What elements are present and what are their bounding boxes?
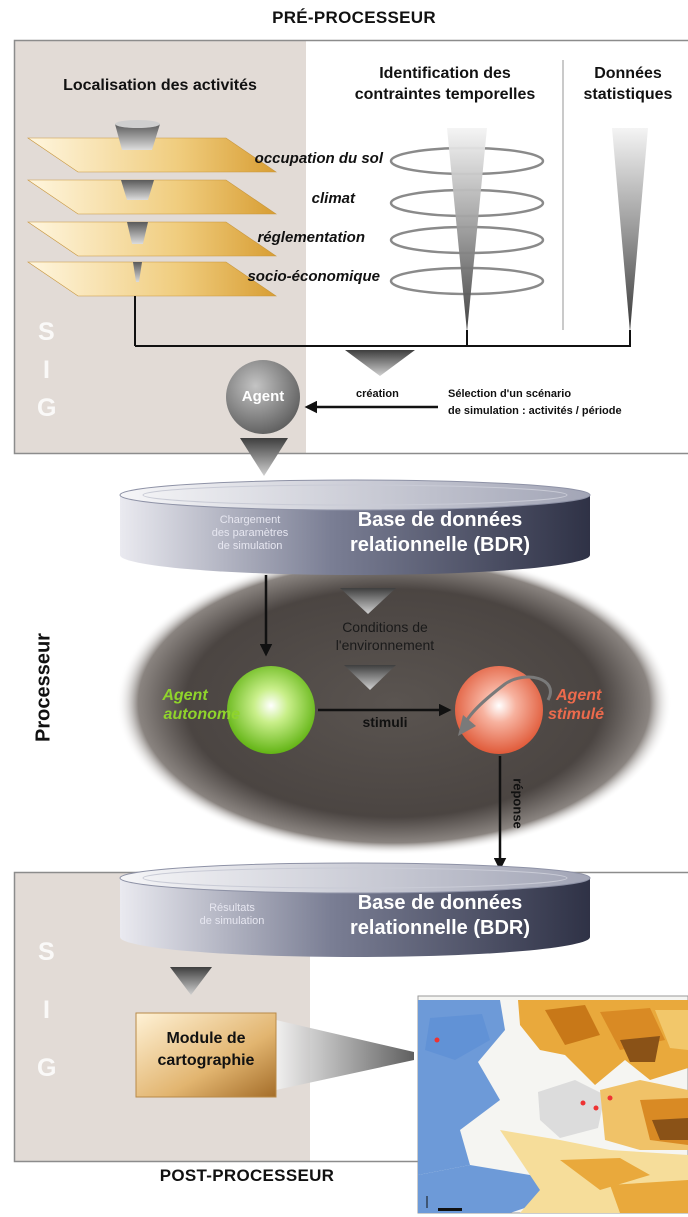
stimuli-label: stimuli bbox=[362, 714, 408, 730]
db2-title-line1: Base de données bbox=[357, 892, 523, 914]
post-processor-title: POST-PROCESSEUR bbox=[159, 1166, 335, 1185]
layer-label-2: climat bbox=[311, 190, 355, 207]
conditions-line2: l'environnement bbox=[335, 637, 435, 653]
sig-letter-g: G bbox=[37, 394, 57, 422]
statistics-cone bbox=[612, 128, 648, 332]
projection-beam bbox=[276, 1020, 414, 1090]
creation-label: création bbox=[356, 388, 399, 400]
agent-stimule-line2: stimulé bbox=[548, 706, 605, 723]
db1-sub-line3: de simulation bbox=[217, 540, 283, 552]
column-identification-line1: Identification des bbox=[379, 65, 511, 82]
conditions-triangle-2 bbox=[344, 665, 396, 690]
conditions-line1: Conditions de bbox=[342, 619, 428, 635]
agent-autonome-line1: Agent bbox=[162, 687, 208, 704]
conditions-triangle-1 bbox=[340, 588, 396, 614]
processor-label: Processeur bbox=[32, 633, 55, 742]
db2-sub-line1: Résultats bbox=[209, 902, 255, 914]
db1-sub-line1: Chargement bbox=[219, 514, 281, 526]
gis-layer-1 bbox=[27, 120, 277, 173]
result-map bbox=[417, 995, 688, 1214]
db1-title-line2: relationnelle (BDR) bbox=[349, 534, 531, 556]
sig-letter-g-post: G bbox=[37, 1054, 57, 1082]
agent-stimule-sphere bbox=[455, 666, 543, 754]
db1-title-line1: Base de données bbox=[357, 509, 523, 531]
gis-layer-2 bbox=[27, 179, 277, 215]
column-donnees-line2: statistiques bbox=[583, 86, 673, 103]
agent-label: Agent bbox=[241, 388, 285, 405]
temporal-cone bbox=[447, 128, 487, 332]
agent-autonome-line2: autonome bbox=[163, 706, 240, 723]
sig-letter-s: S bbox=[38, 318, 55, 346]
reponse-label: réponse bbox=[510, 778, 526, 829]
db1-sub-line2: des paramètres bbox=[211, 527, 289, 539]
agent-stimule-line1: Agent bbox=[556, 687, 602, 704]
pre-processor-title: PRÉ-PROCESSEUR bbox=[272, 8, 436, 27]
collection-bracket bbox=[135, 330, 631, 376]
module-line2: cartographie bbox=[157, 1052, 255, 1069]
database-cylinder-1 bbox=[119, 479, 591, 575]
selection-label-line2: de simulation : activités / période bbox=[448, 405, 622, 417]
gis-layer-4 bbox=[27, 261, 277, 297]
db2-title-line2: relationnelle (BDR) bbox=[349, 917, 531, 939]
selection-label-line1: Sélection d'un scénario bbox=[448, 388, 572, 400]
gis-layer-stack bbox=[27, 120, 277, 346]
sig-letter-s-post: S bbox=[38, 938, 55, 966]
layer-label-4: socio-économique bbox=[247, 268, 380, 285]
module-line1: Module de bbox=[166, 1030, 246, 1047]
layer-label-3: réglementation bbox=[257, 229, 365, 246]
agent-node bbox=[226, 360, 300, 476]
results-triangle bbox=[170, 967, 212, 995]
database-cylinder-2 bbox=[119, 862, 591, 957]
gis-layer-3 bbox=[27, 221, 277, 257]
sig-letter-i: I bbox=[43, 356, 50, 384]
db2-sub-line2: de simulation bbox=[199, 915, 265, 927]
column-donnees-line1: Données bbox=[594, 65, 662, 82]
stimule-swirl-head bbox=[458, 715, 476, 736]
layer-label-1: occupation du sol bbox=[254, 150, 383, 167]
stimule-swirl bbox=[463, 675, 552, 725]
processor-ellipse bbox=[116, 551, 672, 855]
column-identification-line2: contraintes temporelles bbox=[354, 86, 536, 103]
agent-autonome-sphere bbox=[227, 666, 315, 754]
column-localisation: Localisation des activités bbox=[63, 77, 257, 94]
module-box bbox=[135, 1012, 277, 1098]
sig-letter-i-post: I bbox=[43, 996, 50, 1024]
